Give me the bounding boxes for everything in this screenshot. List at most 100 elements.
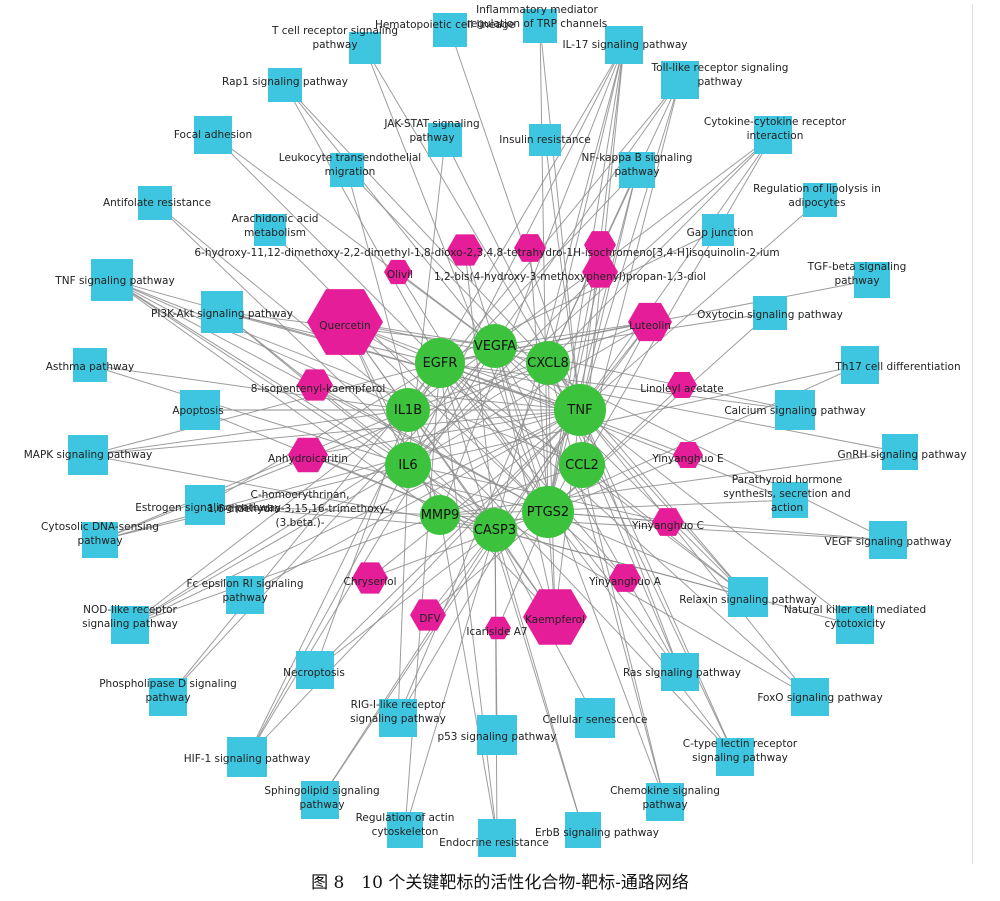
compound-label-lut: Luteolin — [629, 320, 671, 332]
network-edge — [221, 311, 581, 411]
pathway-node-il17 — [605, 26, 643, 64]
compound-label-hexa1: 6-hydroxy-11,12-dimethoxy-2,2-dimethyl-1… — [194, 247, 779, 259]
network-edge — [246, 345, 496, 758]
network-edge — [579, 199, 821, 411]
compound-label-bis: 1,2-bis(4-hydroxy-3-methoxyphenyl)propan… — [434, 271, 706, 283]
network-edge — [579, 134, 774, 411]
compound-node-lut — [628, 302, 672, 342]
compound-label-yinC: Yinyanghuo C — [631, 520, 704, 532]
pathway-label-foxo: FoxO signaling pathway — [757, 692, 882, 704]
target-node-casp3 — [473, 508, 517, 552]
pathway-label-pi3k: PI3K-Akt signaling pathway — [151, 308, 293, 320]
target-node-il6 — [385, 442, 431, 488]
network-edge — [547, 44, 625, 364]
target-label-ccl2: CCL2 — [565, 458, 599, 473]
compound-node-quer — [307, 289, 383, 355]
network-edge — [364, 47, 549, 513]
pathway-label-necro: Necroptosis — [283, 667, 345, 679]
network-edge — [221, 311, 496, 531]
pathway-label-focal: Focal adhesion — [174, 129, 252, 141]
pathway-label-p53: p53 signaling pathway — [437, 731, 556, 743]
network-edge — [439, 44, 625, 516]
network-edge — [111, 279, 549, 513]
network-edge — [579, 409, 811, 698]
pathway-node-asthma — [73, 348, 107, 382]
pathway-node-th17 — [841, 346, 879, 384]
target-node-ptgs2 — [522, 486, 574, 538]
pathway-label-tnf: TNF signaling pathway — [54, 275, 174, 287]
network-edge — [581, 134, 774, 466]
pathway-node-necro — [296, 651, 334, 689]
network-edge — [579, 409, 856, 626]
target-label-mmp9: MMP9 — [421, 508, 460, 523]
compound-label-yinA: Yinyanghuo A — [588, 576, 662, 588]
pathway-node-erbb — [565, 812, 601, 848]
network-edge — [212, 134, 496, 347]
pathway-label-relax: Relaxin signaling pathway — [679, 594, 817, 606]
target-node-vegfa — [473, 324, 517, 368]
figure-frame — [8, 4, 973, 864]
compound-node-lino — [667, 372, 697, 398]
network-edge — [539, 25, 549, 513]
network-edge — [439, 362, 584, 831]
compound-node-olive — [384, 259, 412, 285]
network-edge — [579, 169, 638, 411]
pathway-node-senes — [575, 698, 615, 738]
pathway-label-endo: Endocrine resistance — [439, 837, 549, 849]
pathway-label-gnrh: GnRH signaling pathway — [837, 449, 966, 461]
pathway-node-rap1 — [268, 68, 302, 102]
network-edge — [439, 362, 626, 579]
compound-label-olive: Olivil — [387, 269, 413, 281]
compound-label-kaem: Kaempferol — [525, 614, 585, 626]
pathway-label-mapk: MAPK signaling pathway — [24, 449, 153, 461]
network-edge — [579, 44, 625, 411]
target-label-vegfa: VEGFA — [474, 339, 516, 354]
network-edge — [464, 249, 549, 513]
pathway-node-gap — [702, 214, 734, 246]
pathway-label-estro: Estrogen signaling pathway — [135, 502, 281, 514]
pathway-node-rig — [379, 699, 417, 737]
compound-label-8iso: 8-isopentenyl-kaempferol — [251, 383, 385, 395]
network-edge — [439, 362, 901, 453]
pathway-node-p53 — [477, 715, 517, 755]
network-edge — [439, 362, 811, 698]
network-edge — [439, 362, 796, 411]
pathway-node-chemo — [646, 783, 684, 821]
network-edge — [284, 84, 549, 364]
network-edge — [212, 134, 441, 364]
pathway-node-ctype — [716, 738, 754, 776]
pathway-node-parath — [772, 482, 808, 518]
target-node-il1b — [386, 388, 430, 432]
pathway-label-hif: HIF-1 signaling pathway — [184, 753, 311, 765]
network-edge — [397, 464, 409, 719]
network-edge — [427, 511, 549, 616]
compound-label-lino: Linoleyl acetate — [640, 383, 724, 395]
network-edge — [89, 364, 409, 411]
target-label-tnf: TNF — [566, 403, 592, 418]
pathway-node-estro — [185, 485, 225, 525]
pathway-node-ras — [661, 653, 699, 691]
network-edge — [547, 244, 601, 513]
network-edge — [129, 362, 549, 626]
network-edge — [439, 514, 498, 839]
compound-node-ica — [485, 616, 511, 640]
compound-node-8iso — [297, 369, 333, 401]
network-edge — [319, 529, 496, 801]
node-layer — [68, 9, 918, 857]
pathway-node-focal — [194, 116, 232, 154]
network-edge — [111, 279, 409, 466]
pathway-label-hema: Hematopoietic cell lineage — [375, 19, 515, 31]
network-edge — [581, 464, 666, 803]
compound-label-chomo: C-homoerythrinan,1,6-didehydro-3,15,16-t… — [207, 489, 392, 529]
